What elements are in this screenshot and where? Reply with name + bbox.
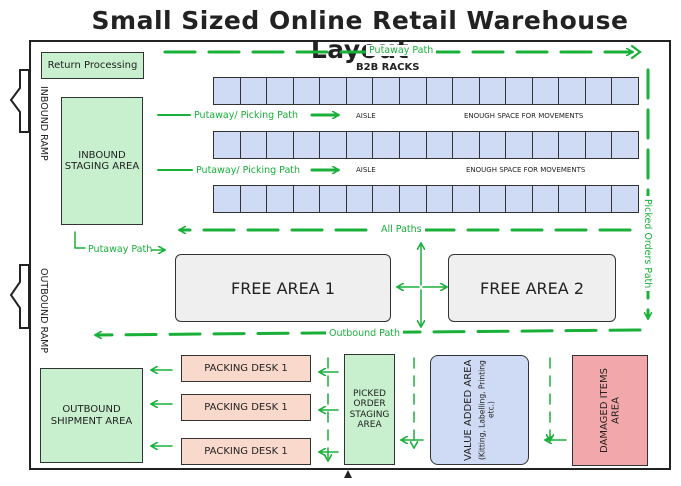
all-paths-label: All Paths [378, 224, 425, 235]
outbound-shipment-label: OUTBOUND SHIPMENT AREA [50, 404, 133, 427]
packing-desk-3-label: PACKING DESK 1 [204, 445, 288, 457]
rack-row-3 [213, 185, 639, 213]
damaged-items-label: DAMAGED ITEMS AREA [598, 368, 622, 453]
rack-row-1 [213, 77, 639, 105]
picked-order-staging-zone: PICKED ORDER STAGING AREA [344, 354, 395, 465]
value-added-note: (Kitting, Labelling, Printing etc.) [477, 360, 496, 460]
inbound-ramp-label: INBOUND RAMP [37, 86, 49, 161]
free-area-1-label: FREE AREA 1 [230, 278, 335, 298]
picked-order-staging-label: PICKED ORDER STAGING AREA [349, 388, 390, 430]
packing-desk-3: PACKING DESK 1 [181, 438, 311, 465]
aisle-2-path-label: Putaway/ Picking Path [196, 165, 301, 176]
packing-desk-2-label: PACKING DESK 1 [204, 401, 288, 413]
warehouse-boundary [29, 40, 671, 470]
aisle-1-path-label: Putaway/ Picking Path [194, 110, 299, 121]
packing-desk-1: PACKING DESK 1 [181, 355, 311, 382]
return-processing-label: Return Processing [47, 59, 138, 71]
bottom-entry-mark [344, 470, 352, 478]
aisle-1-label: AISLE [356, 112, 376, 120]
outbound-path-label: Outbound Path [326, 328, 404, 339]
value-added-label: VALUE ADDED AREA [463, 359, 475, 461]
aisle-1-note: ENOUGH SPACE FOR MOVEMENTS [464, 112, 584, 120]
packing-desk-1-label: PACKING DESK 1 [204, 362, 288, 374]
top-putaway-path-label: Putaway Path [366, 45, 437, 56]
inbound-ramp-shape [9, 69, 30, 133]
aisle-2-note: ENOUGH SPACE FOR MOVEMENTS [466, 166, 586, 174]
outbound-ramp-label: OUTBOUND RAMP [37, 268, 49, 354]
putaway-path-left-label: Putaway Path [88, 244, 153, 255]
outbound-ramp-shape [9, 264, 30, 329]
free-area-2-label: FREE AREA 2 [479, 278, 584, 298]
inbound-staging-zone: INBOUND STAGING AREA [61, 97, 143, 225]
return-processing-zone: Return Processing [41, 52, 144, 79]
free-area-1: FREE AREA 1 [175, 254, 391, 322]
outbound-shipment-zone: OUTBOUND SHIPMENT AREA [40, 368, 143, 463]
free-area-2: FREE AREA 2 [448, 254, 616, 322]
picked-orders-path-label: Picked Orders Path [642, 196, 653, 292]
b2b-racks-label: B2B RACKS [356, 62, 420, 73]
aisle-2-label: AISLE [356, 166, 376, 174]
damaged-items-zone: DAMAGED ITEMS AREA [572, 355, 648, 466]
top-putaway-turn [630, 44, 642, 60]
putaway-left-down [74, 231, 86, 249]
inbound-staging-label: INBOUND STAGING AREA [64, 149, 140, 173]
rack-row-2 [213, 131, 639, 159]
packing-desk-2: PACKING DESK 1 [181, 394, 311, 421]
value-added-zone: VALUE ADDED AREA (Kitting, Labelling, Pr… [430, 355, 529, 465]
